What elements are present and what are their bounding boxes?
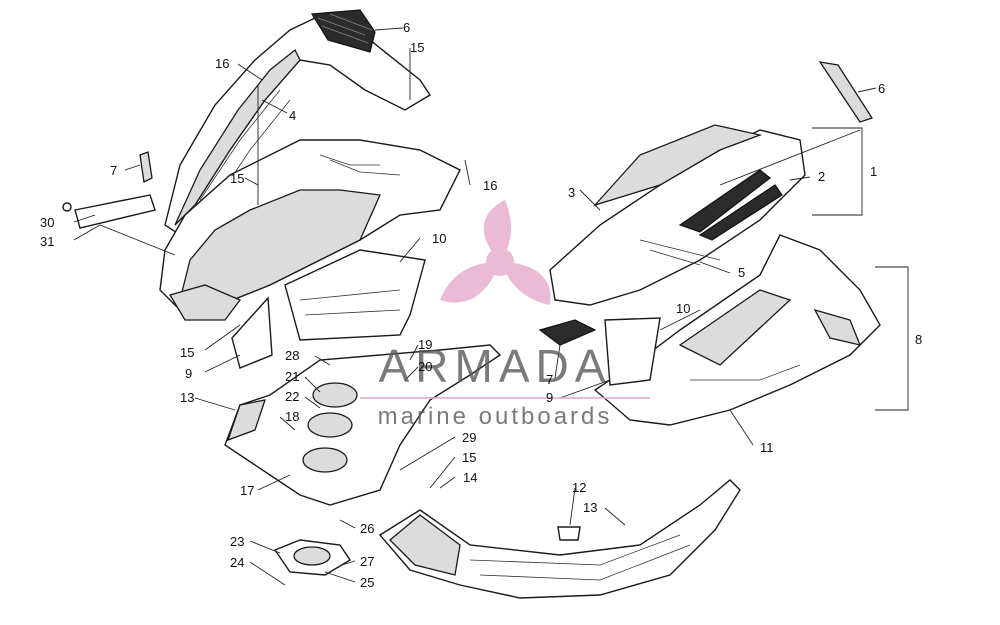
- callout-12: 12: [572, 480, 586, 495]
- watermark: ARMADA marine outboards: [360, 200, 650, 430]
- pad-10-left: [284, 249, 426, 341]
- hood-handle-7: [139, 151, 153, 183]
- callout-3: 3: [568, 185, 575, 200]
- callout-15-hood: 15: [230, 171, 244, 186]
- console-assembly: [224, 344, 502, 506]
- callout-21: 21: [285, 369, 299, 384]
- callout-19: 19: [418, 337, 432, 352]
- decal-6-right: [818, 61, 873, 123]
- callout-6-right: 6: [878, 81, 885, 96]
- watermark-brand: ARMADA: [379, 340, 612, 392]
- callout-25: 25: [360, 575, 374, 590]
- callout-26: 26: [360, 521, 374, 536]
- callout-16-top: 16: [215, 56, 229, 71]
- callout-17: 17: [240, 483, 254, 498]
- callout-22: 22: [285, 389, 299, 404]
- callout-8: 8: [915, 332, 922, 347]
- callout-14: 14: [463, 470, 477, 485]
- callout-7-right: 7: [546, 372, 553, 387]
- callout-11: 11: [760, 440, 774, 455]
- callout-9-right: 9: [546, 390, 553, 405]
- vent-grille-top: [310, 9, 376, 53]
- callout-15-left: 15: [180, 345, 194, 360]
- hood-shell: [164, 17, 431, 237]
- callout-27: 27: [360, 554, 374, 569]
- callout-10-right: 10: [676, 301, 690, 316]
- panel-9-left: [231, 296, 273, 369]
- hood-lower-body: [159, 139, 461, 321]
- lower-duct-23-24: [273, 539, 351, 576]
- callout-2: 2: [818, 169, 825, 184]
- callout-10-left: 10: [432, 231, 446, 246]
- side-panel-lower: [593, 234, 881, 426]
- callout-15-console: 15: [462, 450, 476, 465]
- callout-31: 31: [40, 234, 54, 249]
- vent-grille-7-right: [538, 319, 597, 346]
- callout-24: 24: [230, 555, 244, 570]
- clip-12: [557, 526, 581, 541]
- propeller-logo-icon: [440, 200, 551, 305]
- callout-1: 1: [870, 164, 877, 179]
- side-panel-upper: [549, 124, 806, 306]
- callout-4: 4: [289, 108, 296, 123]
- callout-20: 20: [418, 359, 432, 374]
- callout-6-top: 6: [403, 20, 410, 35]
- pad-10-right: [604, 317, 661, 386]
- callout-7-left: 7: [110, 163, 117, 178]
- leader-lines: [73, 27, 909, 586]
- callout-labels: 1 2 3 4 5 6 6 7 7 8 9 9 10 10 11 12 13 1…: [40, 20, 922, 590]
- callout-29: 29: [462, 430, 476, 445]
- callout-28: 28: [285, 348, 299, 363]
- watermark-tagline: marine outboards: [378, 403, 613, 430]
- callout-9-left: 9: [185, 366, 192, 381]
- callout-15-top: 15: [410, 40, 424, 55]
- callout-13-bottom: 13: [583, 500, 597, 515]
- side-bracket-30-31: [62, 194, 156, 229]
- callout-13-left: 13: [180, 390, 194, 405]
- belly-pan: [378, 479, 741, 599]
- callout-30: 30: [40, 215, 54, 230]
- callout-23: 23: [230, 534, 244, 549]
- callout-18: 18: [285, 409, 299, 424]
- callout-5: 5: [738, 265, 745, 280]
- callout-16-right: 16: [483, 178, 497, 193]
